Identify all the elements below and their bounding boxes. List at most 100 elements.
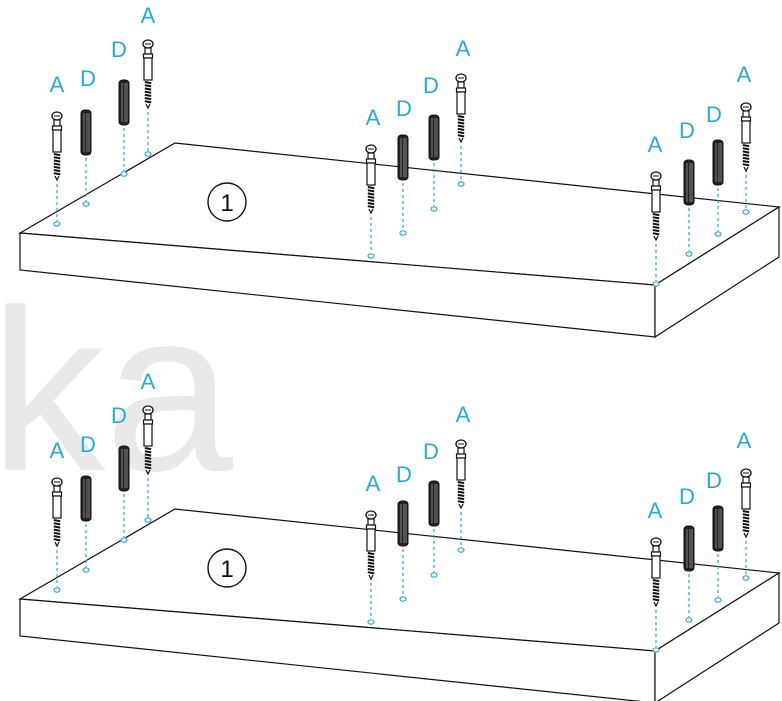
thread-line: [53, 528, 61, 532]
thread-line: [53, 153, 61, 157]
thread-line: [367, 198, 375, 202]
cam-bolt-icon: [365, 144, 377, 215]
thread-line: [652, 222, 660, 226]
cam-bolt-thread: [742, 144, 750, 167]
thread-line: [53, 519, 61, 523]
thread-line: [457, 487, 465, 491]
dowel-icon: [683, 525, 695, 572]
thread-line: [652, 225, 660, 229]
thread-line: [742, 526, 750, 530]
part-label: A: [50, 72, 65, 97]
cam-bolt-shank: [456, 91, 466, 115]
thread-line: [367, 568, 375, 572]
thread-line: [367, 202, 375, 206]
drill-hole: [685, 617, 693, 623]
drill-hole: [399, 596, 407, 602]
cam-bolt-tip: [145, 103, 151, 110]
cam-bolt-icon: [650, 171, 662, 242]
dowel-icon: [80, 109, 92, 156]
part-label: D: [396, 96, 412, 121]
thread-line: [457, 124, 465, 128]
dowel-body: [80, 475, 92, 522]
thread-line: [367, 189, 375, 193]
thread-line: [652, 216, 660, 220]
drill-hole: [652, 647, 660, 653]
cam-bolt-neck: [367, 518, 375, 526]
dowel-body: [397, 500, 409, 547]
cam-bolt-shank: [366, 528, 376, 552]
drill-hole: [714, 597, 722, 603]
thread-line: [652, 213, 660, 217]
board-front-face: [19, 598, 656, 701]
cam-bolt-thread: [457, 481, 465, 504]
thread-line: [144, 450, 152, 454]
cam-bolt-neck: [742, 476, 750, 484]
cam-bolt-tip: [653, 235, 659, 242]
cam-bolt-neck: [144, 47, 152, 55]
cam-bolt-tip: [653, 601, 659, 608]
dowel-flutes: [83, 113, 90, 152]
cam-bolt-tip: [54, 541, 60, 548]
dowel-flutes: [121, 83, 128, 122]
thread-line: [144, 456, 152, 460]
dowel-flutes: [715, 509, 722, 548]
part-label: A: [366, 105, 381, 130]
dowel-body: [712, 505, 724, 552]
cam-bolt-shank: [143, 57, 153, 81]
cam-bolt-icon: [142, 39, 154, 110]
drill-hole: [120, 537, 128, 543]
thread-line: [652, 585, 660, 589]
thread-line: [53, 538, 61, 542]
dowel-flutes: [400, 138, 407, 177]
cam-bolt-thread: [53, 519, 61, 542]
thread-line: [457, 131, 465, 135]
cam-bolt-thread: [652, 213, 660, 236]
part-label: A: [456, 402, 471, 427]
dowel-flutes: [400, 504, 407, 543]
cam-bolt-collar: [365, 158, 377, 164]
thread-line: [457, 115, 465, 119]
cam-bolt-neck: [742, 110, 750, 118]
dowel-body: [683, 159, 695, 206]
cam-bolt-neck: [457, 81, 465, 89]
cam-bolt-collar: [650, 185, 662, 191]
part-label: A: [141, 3, 156, 28]
thread-line: [457, 118, 465, 122]
thread-line: [742, 529, 750, 533]
thread-line: [457, 121, 465, 125]
cam-bolt-shank: [52, 495, 62, 519]
dowel-icon: [80, 475, 92, 522]
dowel-flutes: [121, 449, 128, 488]
thread-line: [457, 493, 465, 497]
cam-bolt-icon: [455, 73, 467, 144]
cam-bolt-shank: [741, 486, 751, 510]
thread-line: [652, 579, 660, 583]
drill-hole: [430, 206, 438, 212]
thread-line: [367, 552, 375, 556]
thread-line: [652, 591, 660, 595]
cam-bolt-thread: [367, 186, 375, 209]
cam-bolt-tip: [458, 503, 464, 510]
cam-bolt-shank: [651, 189, 661, 213]
cam-bolt-thread: [144, 81, 152, 104]
drill-hole: [457, 547, 465, 553]
cam-bolt-thread: [144, 447, 152, 470]
dowel-body: [80, 109, 92, 156]
thread-line: [144, 81, 152, 85]
thread-line: [144, 84, 152, 88]
drill-hole: [144, 151, 152, 157]
cam-bolt-tip: [368, 574, 374, 581]
part-label: D: [423, 73, 439, 98]
part-label: D: [706, 468, 722, 493]
cam-bolt-tip: [145, 469, 151, 476]
dowel-icon: [712, 139, 724, 186]
dowel-icon: [397, 500, 409, 547]
cam-bolt-collar: [51, 491, 63, 497]
part-label: D: [111, 403, 127, 428]
dowel-body: [712, 139, 724, 186]
thread-line: [742, 513, 750, 517]
cam-bolt-neck: [367, 152, 375, 160]
